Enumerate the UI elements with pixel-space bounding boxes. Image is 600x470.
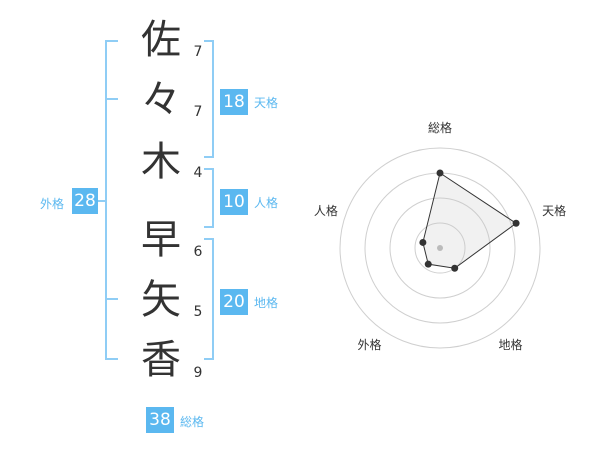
radar-axis-label-4: 外格	[357, 337, 381, 352]
stroke-count-3: 4	[193, 165, 203, 181]
jinkaku-value: 10	[220, 189, 248, 215]
radar-point-5	[419, 238, 427, 246]
radar-axis-label-5: 人格	[314, 203, 338, 218]
stroke-count-6: 9	[193, 365, 203, 381]
gaikaku-label: 外格	[40, 197, 65, 211]
chikaku-label: 地格	[254, 296, 279, 310]
stroke-count-2: 7	[193, 104, 203, 120]
kanji-3: 木	[141, 139, 181, 185]
stroke-count-4: 6	[193, 244, 203, 260]
gaikaku-value: 28	[72, 188, 98, 214]
radar-center	[437, 245, 443, 251]
jinkaku-bracket	[204, 168, 214, 228]
tenkaku-bracket	[204, 40, 214, 158]
soukaku-value: 38	[146, 407, 174, 433]
radar-axis-label-2: 天格	[542, 203, 566, 218]
radar-point-4	[424, 260, 432, 268]
radar-polygon	[422, 172, 517, 269]
radar-point-3	[451, 264, 459, 272]
radar-ring-1	[414, 222, 466, 274]
gaikaku-bracket	[105, 40, 118, 360]
radar-ring-2	[389, 197, 491, 299]
kanji-4: 早	[141, 217, 181, 263]
chikaku-value: 20	[220, 289, 248, 315]
tenkaku-label: 天格	[254, 96, 279, 110]
radar-point-1	[436, 169, 444, 177]
radar-point-2	[512, 219, 520, 227]
stroke-count-1: 7	[193, 44, 203, 60]
jinkaku-label: 人格	[254, 196, 279, 210]
radar-axis-label-3: 地格	[499, 337, 523, 352]
grouping-brackets	[98, 40, 214, 360]
soukaku-label: 総格	[180, 415, 205, 429]
tenkaku-value: 18	[220, 89, 248, 115]
radar-axis-label-1: 総格	[428, 120, 452, 135]
stroke-count-5: 5	[193, 304, 203, 320]
radar-ring-4	[339, 147, 541, 349]
kanji-1: 佐	[141, 17, 181, 63]
kanji-6: 香	[141, 337, 181, 383]
kanji-5: 矢	[141, 277, 181, 323]
chikaku-bracket	[204, 238, 214, 360]
kanji-2: 々	[141, 77, 181, 123]
